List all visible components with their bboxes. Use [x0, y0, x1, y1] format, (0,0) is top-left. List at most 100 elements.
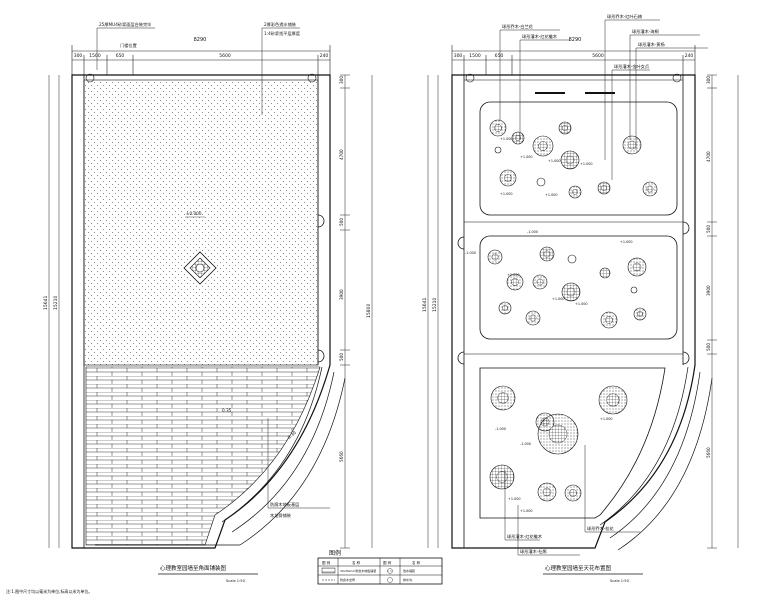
elevation-label: +1.000: [620, 240, 633, 244]
tree-core: [605, 316, 613, 324]
legend-header-0: 图 例: [322, 560, 331, 565]
left-note-top-left: 25厚MU4砂浆面层台装完毕: [99, 21, 151, 28]
tree-core: [566, 287, 576, 297]
right-note-4: 球形灌木-金叶女贞: [614, 63, 649, 70]
left-dim-right-4: 500: [339, 353, 344, 361]
right-dim-right-2: 500: [706, 225, 711, 233]
left-note-top-right: 2厚彩色透水铺装: [264, 21, 297, 28]
right-dim-right-5: 5660: [706, 447, 711, 458]
tree-core: [548, 424, 568, 444]
right-plan-scale: Scale 1:50: [610, 579, 630, 583]
right-note-7: 球形乔木-桂花: [587, 525, 614, 532]
legend-row-1-name2: 排水沟: [403, 577, 412, 582]
tree-core: [542, 487, 552, 497]
left-dim-right-2: 500: [339, 218, 344, 226]
elevation-label: -1.000: [520, 442, 531, 446]
left-dim-left-0: 15641: [43, 296, 49, 310]
left-dim-top-4: 240: [320, 53, 329, 59]
tree-core: [601, 185, 607, 191]
left-plan: 8290 300 1500 650 5600 240 25厚MU4砂浆面层台装完…: [43, 21, 373, 583]
right-dim-right-1: 4700: [706, 151, 711, 162]
left-dim-left-1: 15210: [53, 296, 59, 310]
right-note-2: 球形灌木-红花檵木: [522, 33, 558, 40]
left-dim-top-3: 5600: [219, 53, 231, 59]
right-dim-top-2: 650: [495, 53, 504, 59]
left-plan-scale: Scale 1:50: [226, 579, 246, 583]
elevation-label: +1.000: [580, 162, 593, 166]
tree-symbol: [494, 146, 502, 154]
right-note-9: 球形灌木-红花檵木: [507, 533, 543, 540]
right-dim-right-4: 500: [706, 343, 711, 351]
legend-header-2: 图 例: [383, 560, 392, 565]
tree-core: [515, 135, 521, 141]
right-note-5: 球形灌木-海桐: [632, 28, 659, 35]
right-dim-left-0: 15641: [422, 298, 428, 312]
left-dim-right-1: 4700: [339, 149, 344, 160]
tree-symbol: [567, 254, 577, 264]
elevation-label: -1.000: [495, 427, 506, 431]
tree-core: [536, 278, 544, 286]
plant-symbols: +1.000 +1.000 +1.000 +1.000 +1.000 +1.000 -1.0…: [465, 119, 658, 513]
left-note-center: ±0.000: [186, 211, 202, 216]
tree-core: [502, 305, 508, 311]
tree-core: [572, 189, 578, 195]
right-note-8: 球形灌木-杜鹃: [520, 548, 547, 555]
footnote: 注:1.图中尺寸均以毫米为单位,标高以米为单位。: [6, 588, 92, 594]
left-note-gate: 门楼位置: [120, 42, 137, 49]
tree-core: [562, 125, 568, 131]
elevation-label: +1.000: [507, 273, 520, 277]
elevation-label: +1.000: [545, 193, 558, 197]
elevation-label: +1.000: [600, 417, 613, 421]
elevation-label: +1.000: [500, 192, 513, 196]
center-ornament: [183, 251, 217, 285]
right-dim-right-0: 300: [706, 76, 711, 84]
left-plan-title: 心理教室园墙至角面铺装图: [160, 564, 227, 572]
elevation-label: +1.000: [552, 297, 565, 301]
elevation-label: +1.000: [520, 509, 533, 513]
tree-core: [646, 185, 654, 193]
elevation-label: -1.000: [465, 251, 476, 255]
tree-core: [569, 489, 577, 497]
tree-core: [497, 392, 509, 404]
legend-row-0-name2: 透水铺装: [403, 568, 415, 573]
tree-core: [565, 155, 575, 165]
elevation-label: +1.000: [548, 159, 561, 163]
left-dim-right-total: 15800: [366, 304, 372, 318]
right-plan-title: 心理教室园墙至天花布置图: [545, 564, 612, 572]
tree-symbol: [630, 286, 638, 294]
tree-core: [504, 174, 512, 182]
left-dim-top-2: 650: [116, 53, 125, 59]
tree-core: [632, 262, 642, 272]
left-dim-top-0: 300: [74, 53, 83, 59]
elevation-label: +1.000: [575, 302, 588, 306]
right-dim-left-1: 15210: [432, 298, 438, 312]
legend-header-3: 名 称: [412, 560, 421, 565]
elevation-label: +1.000: [500, 137, 513, 141]
right-dim-right-3: 3900: [706, 285, 711, 296]
tree-core: [494, 124, 502, 132]
right-dim-total-top: 8290: [569, 37, 582, 43]
left-dim-total-top: 8290: [194, 37, 207, 43]
left-note-bottom1: 防腐木地板基层: [270, 501, 299, 508]
right-note-1: 球形乔木-白兰花: [502, 23, 533, 30]
tree-core: [637, 311, 643, 317]
right-dim-top-3: 5600: [592, 53, 604, 59]
right-plan: 8290 300 1500 650 5600 240 +1.000+1.000+: [422, 13, 739, 583]
left-dim-right-5: 5660: [339, 451, 344, 462]
legend-row-0-name: 30x30mm防腐木地板铺装: [340, 568, 376, 573]
tree-core: [529, 314, 537, 322]
tree-core: [511, 278, 519, 286]
right-note-3: 球形乔木-红叶石楠: [607, 13, 642, 20]
tree-core: [606, 393, 620, 407]
left-note-curve: -0.30: [285, 430, 297, 441]
tree-core: [496, 471, 508, 483]
tree-symbol: [599, 267, 611, 279]
left-note-deck: 0.35: [222, 408, 232, 413]
left-dim-right-3: 3900: [339, 289, 344, 300]
elevation-label: -1.000: [527, 230, 538, 234]
tree-core: [543, 250, 551, 258]
elevation-label: +1.000: [520, 155, 533, 159]
tree-core: [538, 141, 548, 151]
legend-title: 图例: [329, 549, 341, 557]
